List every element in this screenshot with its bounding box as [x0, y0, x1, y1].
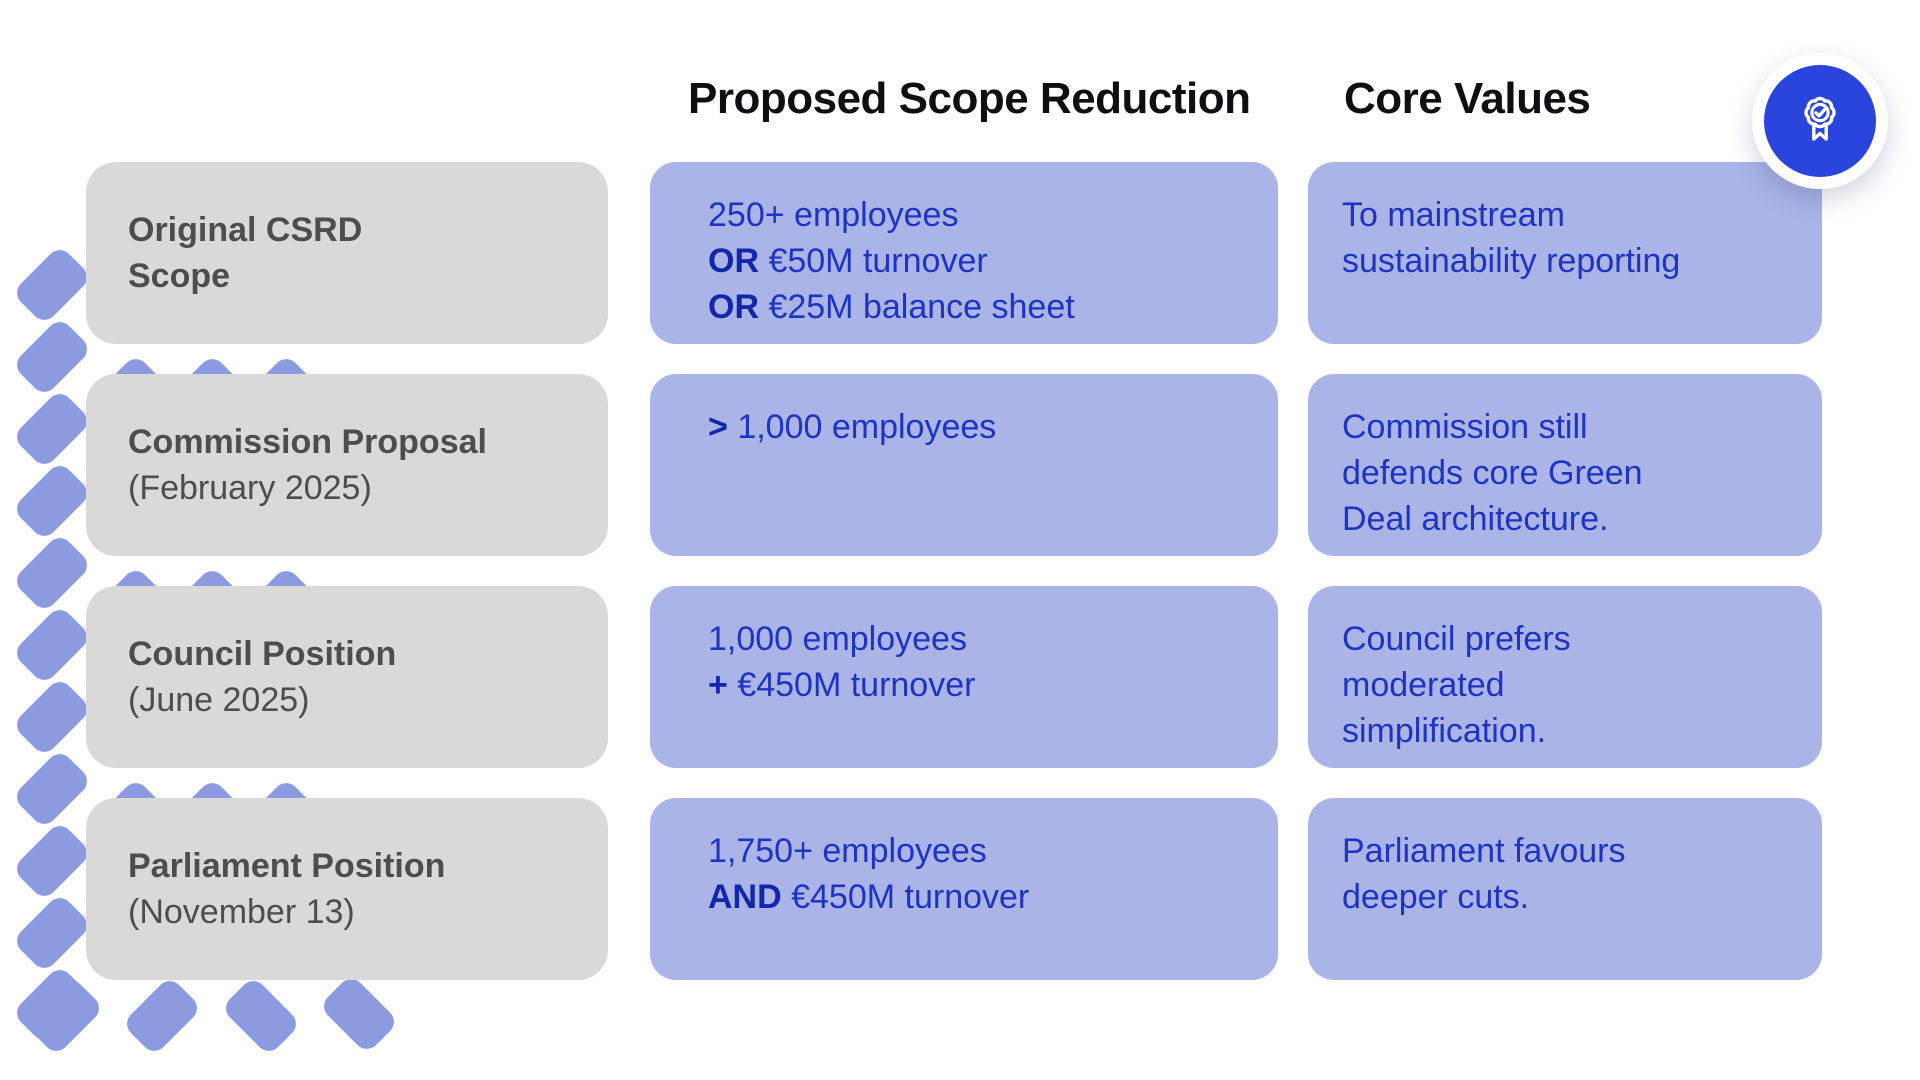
core-line: moderated: [1342, 666, 1505, 704]
scope-bold-prefix: OR: [708, 242, 769, 280]
scope-column-header: Proposed Scope Reduction: [688, 74, 1251, 123]
stage-title: Original CSRD: [128, 211, 363, 249]
diamond-decoration: [11, 244, 93, 326]
core-line: defends core Green: [1342, 454, 1643, 492]
scope-line: AND €450M turnover: [708, 874, 1248, 920]
core-line: Parliament favours: [1342, 832, 1626, 870]
scope-line: + €450M turnover: [708, 662, 1248, 708]
scope-box-parliament-position: 1,750+ employees AND €450M turnover: [650, 798, 1278, 980]
core-line: Commission still: [1342, 408, 1588, 446]
scope-bold-prefix: >: [708, 408, 738, 446]
diamond-decoration: [11, 820, 93, 902]
stage-title: Parliament Position: [128, 847, 446, 885]
award-badge-circle: [1764, 65, 1876, 177]
scope-text: 1,000 employees: [737, 408, 997, 446]
scope-bold-prefix: AND: [708, 878, 792, 916]
diamond-decoration: [11, 892, 93, 974]
stage-box-original-csrd: Original CSRD Scope: [86, 162, 608, 344]
diamond-decoration: [121, 975, 203, 1057]
scope-text: 1,000 employees: [708, 620, 967, 658]
stage-box-commission-proposal: Commission Proposal (February 2025): [86, 374, 608, 556]
stage-title: Council Position: [128, 635, 397, 673]
award-rosette-icon: [1789, 88, 1851, 155]
scope-text: 250+ employees: [708, 196, 959, 234]
scope-text: €50M turnover: [768, 242, 988, 280]
diamond-decoration: [11, 604, 93, 686]
stage-box-council-position: Council Position (June 2025): [86, 586, 608, 768]
award-badge: [1752, 53, 1888, 189]
core-line: simplification.: [1342, 712, 1547, 750]
diamond-decoration: [11, 460, 93, 542]
core-box-parliament-position: Parliament favours deeper cuts.: [1308, 798, 1822, 980]
core-box-original-csrd: To mainstream sustainability reporting: [1308, 162, 1822, 344]
scope-text: €450M turnover: [737, 666, 976, 704]
scope-bold-prefix: +: [708, 666, 738, 704]
scope-line: 250+ employees: [708, 192, 1248, 238]
scope-line: OR €25M balance sheet: [708, 284, 1248, 330]
diamond-decoration: [318, 973, 400, 1055]
scope-line: > 1,000 employees: [708, 404, 1248, 450]
scope-text: €25M balance sheet: [768, 288, 1075, 326]
scope-line: 1,750+ employees: [708, 828, 1248, 874]
diamond-decoration: [11, 316, 93, 398]
stage-subtitle: (November 13): [128, 893, 355, 931]
scope-line: 1,000 employees: [708, 616, 1248, 662]
diamond-decoration: [220, 975, 302, 1057]
stage-title: Commission Proposal: [128, 423, 487, 461]
stage-subtitle: Scope: [128, 257, 231, 295]
scope-text: 1,750+ employees: [708, 832, 987, 870]
diamond-decoration: [11, 532, 93, 614]
core-line: Council prefers: [1342, 620, 1571, 658]
diamond-decoration: [11, 676, 93, 758]
core-box-commission-proposal: Commission still defends core Green Deal…: [1308, 374, 1822, 556]
stage-box-parliament-position: Parliament Position (November 13): [86, 798, 608, 980]
core-line: sustainability reporting: [1342, 242, 1681, 280]
scope-box-original-csrd: 250+ employees OR €50M turnover OR €25M …: [650, 162, 1278, 344]
stage-subtitle: (June 2025): [128, 681, 310, 719]
scope-text: €450M turnover: [791, 878, 1030, 916]
core-line: Deal architecture.: [1342, 500, 1609, 538]
scope-bold-prefix: OR: [708, 288, 769, 326]
scope-box-council-position: 1,000 employees + €450M turnover: [650, 586, 1278, 768]
scope-line: OR €50M turnover: [708, 238, 1248, 284]
core-line: To mainstream: [1342, 196, 1565, 234]
diamond-decoration: [11, 388, 93, 470]
stage-subtitle: (February 2025): [128, 469, 372, 507]
scope-box-commission-proposal: > 1,000 employees: [650, 374, 1278, 556]
core-box-council-position: Council prefers moderated simplification…: [1308, 586, 1822, 768]
core-column-header: Core Values: [1344, 74, 1591, 123]
core-line: deeper cuts.: [1342, 878, 1530, 916]
diamond-decoration: [11, 748, 93, 830]
